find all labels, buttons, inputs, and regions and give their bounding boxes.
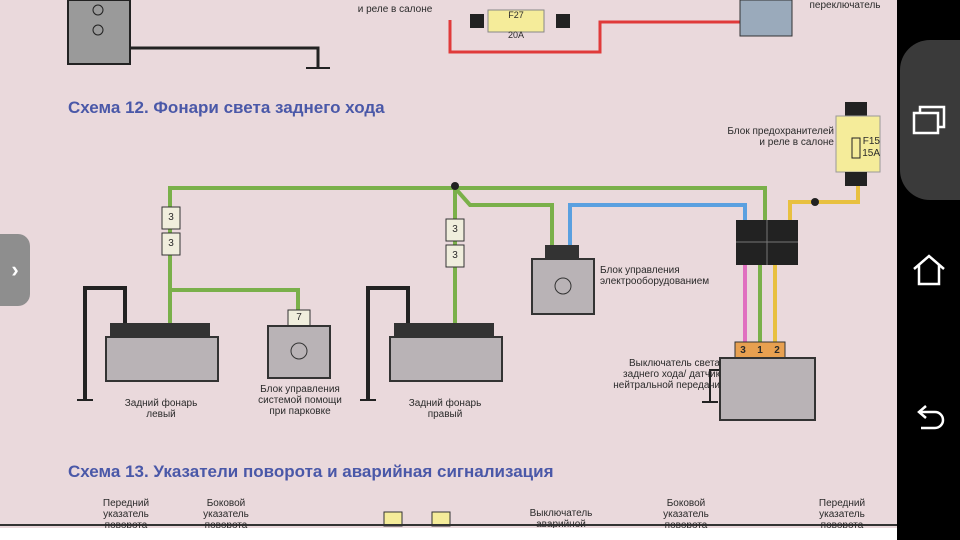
left-connector-top-label: 3 [168, 212, 174, 223]
bottom-edge [0, 528, 897, 540]
right-connector-bottom-label: 3 [452, 250, 458, 261]
scheme12-heading: Схема 12. Фонари света заднего хода [68, 98, 385, 117]
chevron-right-icon: › [11, 257, 19, 282]
top-connector-block [67, 0, 131, 65]
ground-wire [83, 286, 127, 400]
switch-pin-label: 2 [774, 345, 780, 356]
top-fuse-rating: 20A [507, 30, 524, 40]
reverse-switch [719, 357, 816, 421]
diagram-photo: и реле в салоне переключатель F27 20A Сх… [0, 0, 897, 540]
fuse-pin [845, 172, 867, 186]
parking-unit-icon [290, 342, 308, 360]
electro-unit-label: Блок управления электрооборудованием [600, 265, 710, 287]
ground-wire [366, 286, 410, 400]
fuse-pin [470, 14, 484, 28]
parking-connector-label: 7 [296, 312, 302, 323]
wiring-diagram [0, 0, 897, 527]
switch-block [739, 0, 793, 37]
ground-icon [77, 399, 718, 403]
left-connector-bottom [161, 232, 181, 256]
fuse-block-label: Блок предохранителей и реле в салоне [727, 126, 834, 148]
fuse-pin [845, 102, 867, 116]
red-wire [448, 20, 740, 54]
top-fuse [487, 9, 545, 33]
left-lamp-label: Задний фонарь левый [124, 398, 198, 420]
right-lamp-label: Задний фонарь правый [408, 398, 482, 420]
fuse-pin [556, 14, 570, 28]
right-connector-bottom [445, 244, 465, 268]
fuse-block-id: F15 [862, 136, 880, 147]
ground-wire [709, 369, 720, 402]
blue-wire [568, 203, 747, 245]
right-lamp-connector [394, 323, 494, 337]
left-lamp-body [105, 336, 219, 382]
parking-unit [267, 325, 331, 379]
scheme13-fuse [431, 511, 451, 527]
scheme13-fuse [383, 511, 403, 527]
back-button[interactable] [897, 390, 960, 450]
right-lamp-body [389, 336, 503, 382]
home-icon [912, 254, 945, 286]
parking-unit-label: Блок управления системой помощи при парк… [258, 384, 342, 417]
junction-dot [811, 198, 819, 206]
fuse-icon [851, 137, 861, 159]
scheme13-heading: Схема 13. Указатели поворота и аварийная… [68, 462, 554, 481]
home-button[interactable] [897, 240, 960, 300]
top-lamp-icon [92, 24, 104, 36]
top-switch-label: переключатель [809, 0, 881, 11]
right-connector-top-label: 3 [452, 224, 458, 235]
left-connector-top [161, 206, 181, 230]
electro-unit-connector [545, 245, 579, 259]
fuse-block-rating: 15A [862, 148, 880, 159]
recents-icon [912, 105, 945, 135]
switch-pin-label: 1 [757, 345, 763, 356]
junction-dot [451, 182, 459, 190]
green-wire [168, 186, 767, 342]
left-connector-bottom-label: 3 [168, 238, 174, 249]
left-lamp-connector [110, 323, 210, 337]
side-panel-tab[interactable]: › [0, 234, 30, 306]
right-connector-top [445, 218, 465, 242]
yellow-wire [788, 186, 860, 220]
electro-unit [531, 258, 595, 315]
electro-unit-icon [554, 277, 572, 295]
ground-wire [130, 46, 320, 68]
recents-button[interactable] [897, 90, 960, 150]
back-icon [916, 405, 944, 430]
top-relay-label: и реле в салоне [357, 4, 433, 15]
reverse-switch-label: Выключатель света заднего хода/ датчик н… [613, 358, 720, 391]
top-lamp-icon [92, 4, 104, 16]
top-fuse-id: F27 [508, 10, 524, 20]
switch-pin-label: 3 [740, 345, 746, 356]
android-navbar [897, 0, 960, 540]
